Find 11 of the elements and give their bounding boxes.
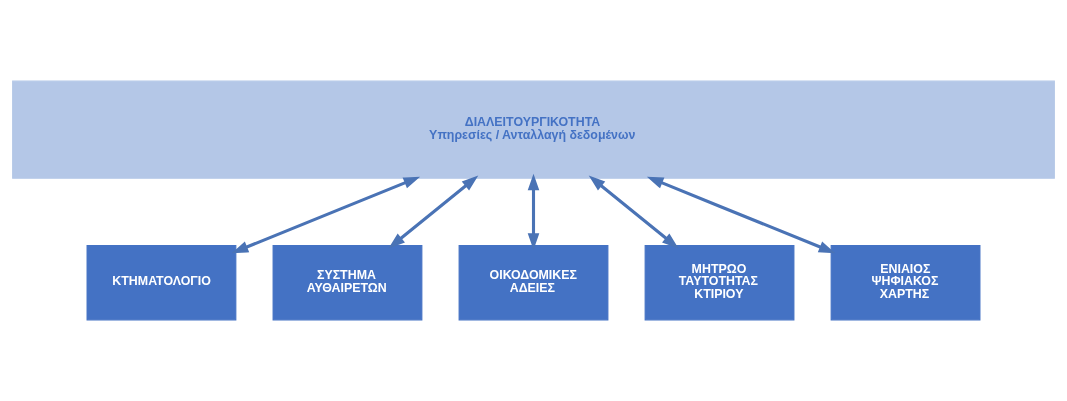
node-box: ΕΝΙΑΙΟΣ ΨΗΦΙΑΚΟΣ ΧΑΡΤΗΣ	[830, 244, 981, 321]
arrow	[231, 176, 421, 254]
node-box: ΟΙΚΟΔΟΜΙΚΕΣ ΑΔΕΙΕΣ	[458, 244, 609, 321]
node-box: ΜΗΤΡΩΟ ΤΑΥΤΟΤΗΤΑΣ ΚΤΙΡΙΟΥ	[644, 244, 795, 321]
arrow	[388, 175, 479, 249]
node-box: ΔΙΑΛΕΙΤΟΥΡΓΙΚΟΤΗΤΑ Υπηρεσίες / Ανταλλαγή δεδομένων	[12, 80, 1055, 179]
arrow	[527, 173, 540, 250]
node-box: ΣΥΣΤΗΜΑ ΑΥΘΑΙΡΕΤΩΝ	[272, 244, 423, 321]
node-box: ΚΤΗΜΑΤΟΛΟΓΙΟ	[86, 244, 237, 321]
arrow	[588, 175, 679, 249]
arrow	[646, 176, 836, 254]
